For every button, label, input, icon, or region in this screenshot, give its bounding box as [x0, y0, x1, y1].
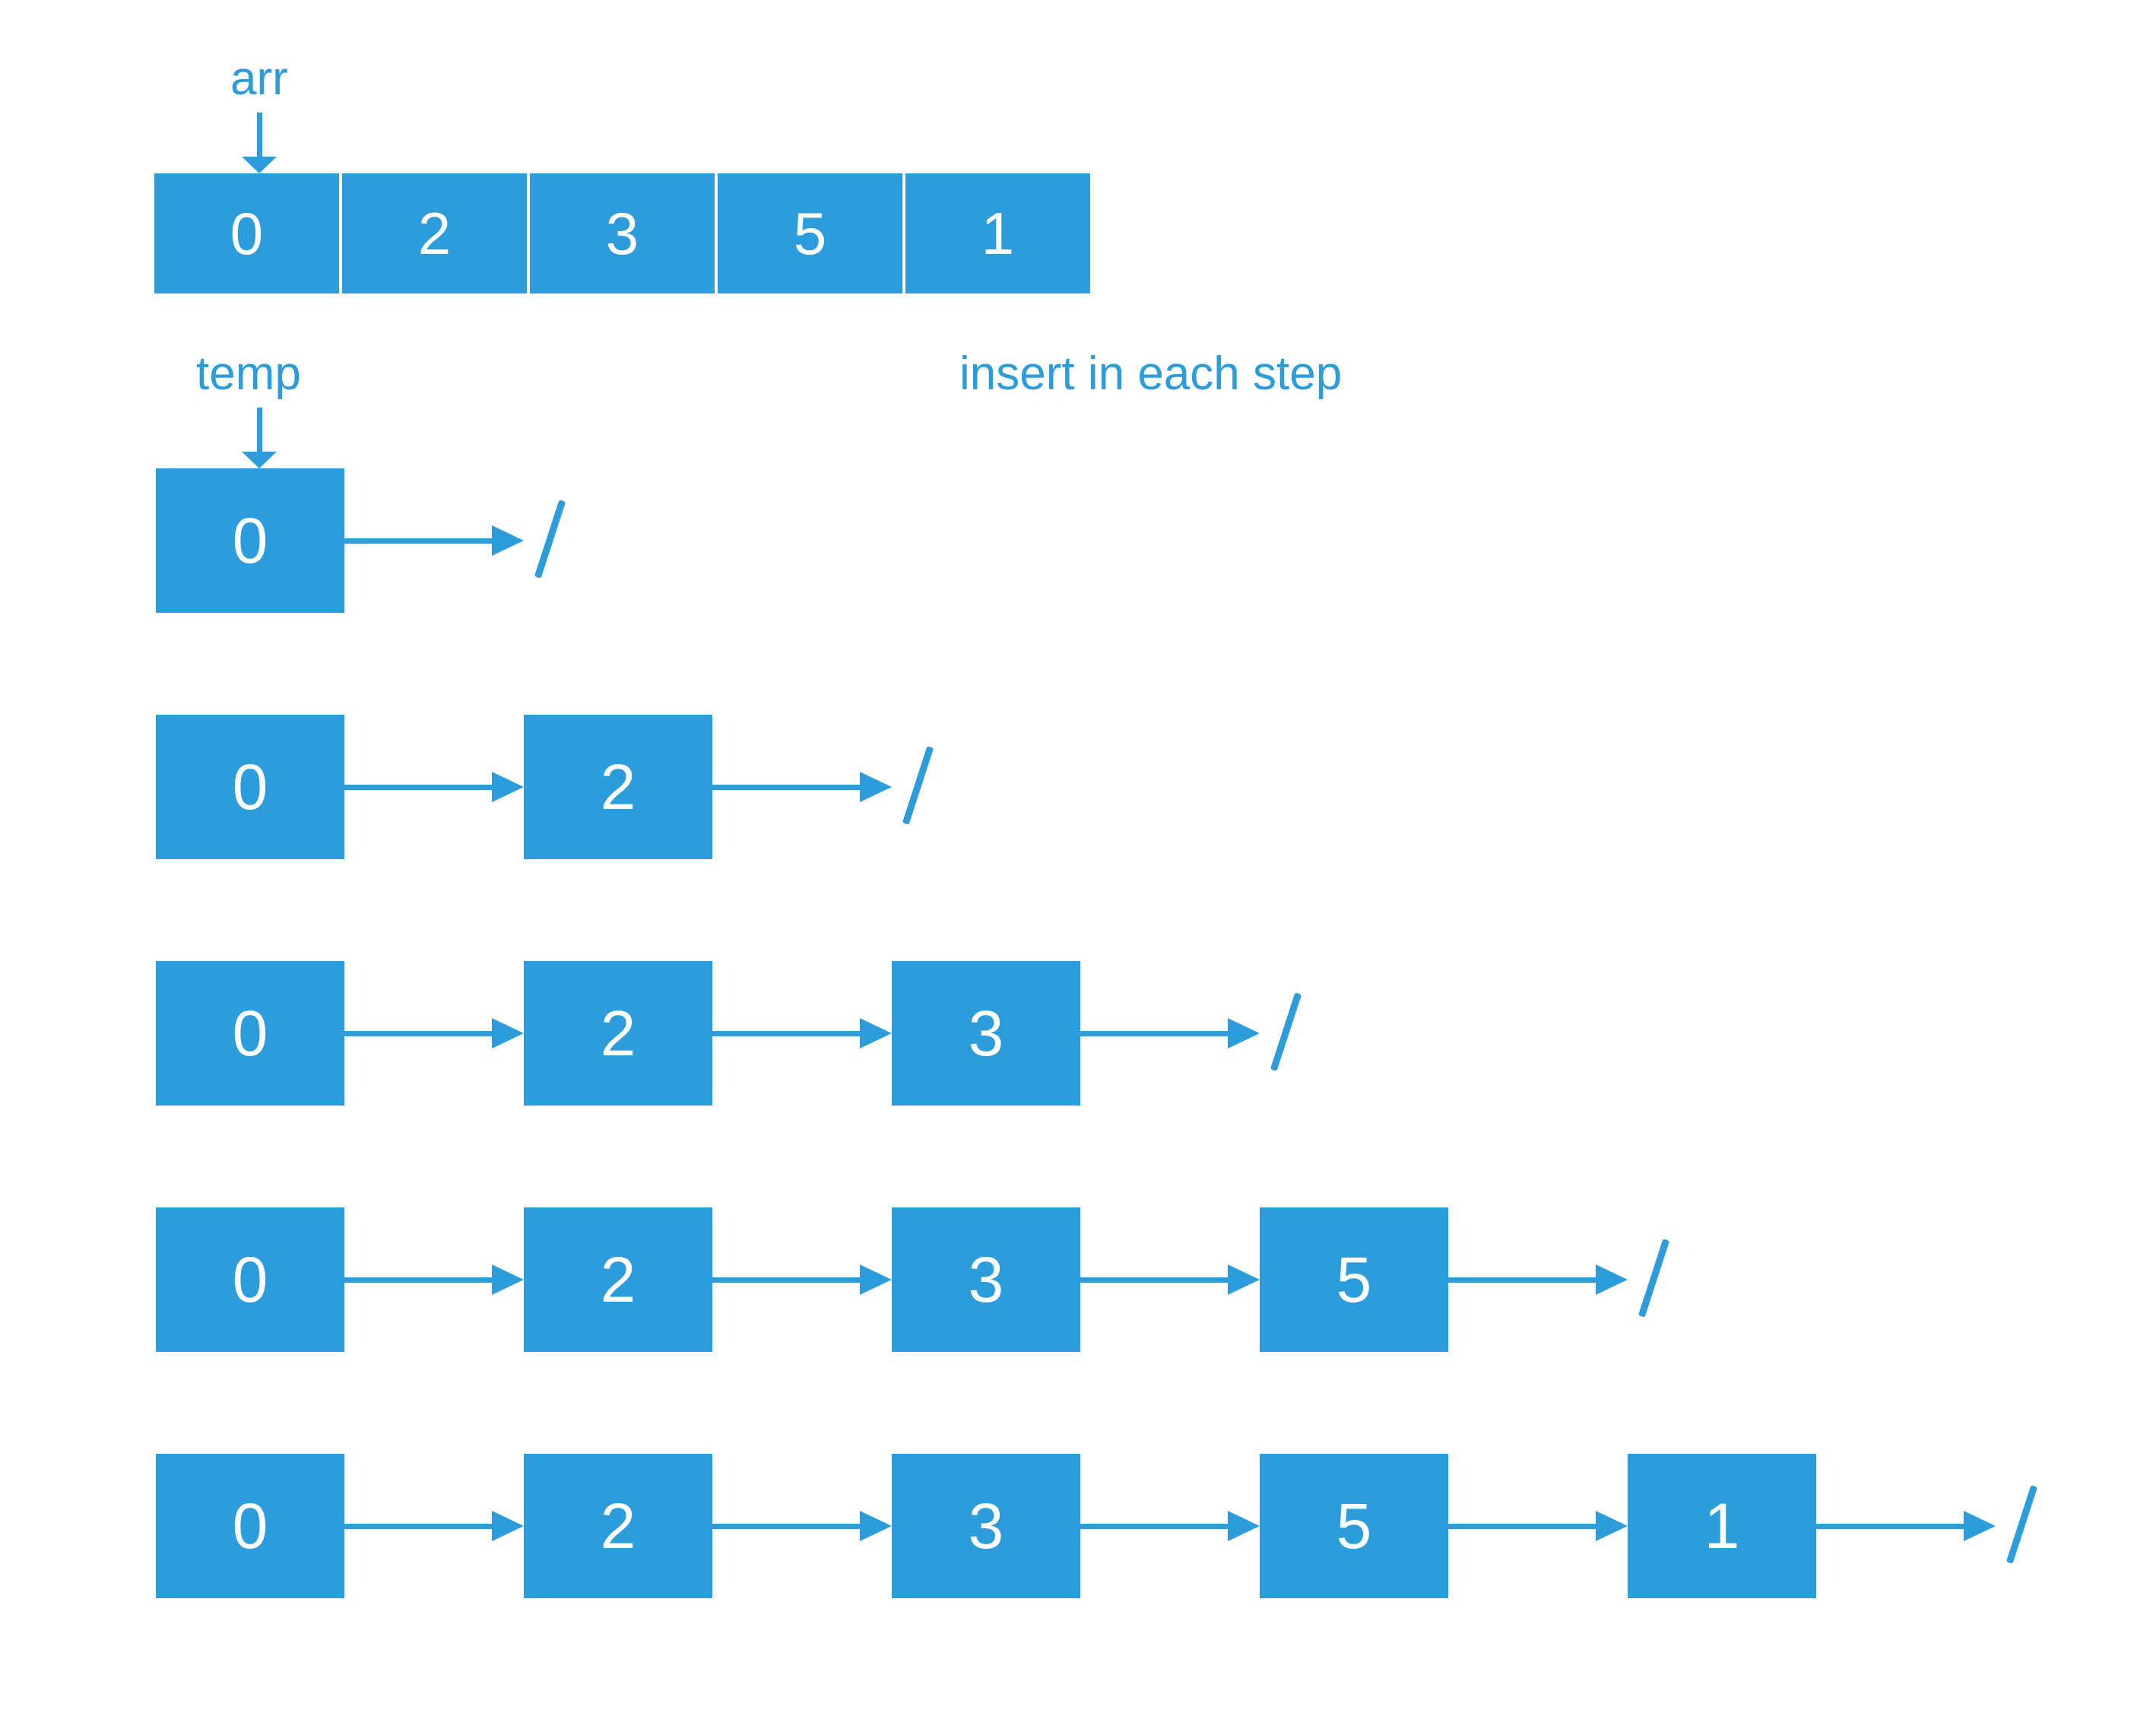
list-node: 2 [524, 961, 712, 1106]
arrow-right-icon [1228, 1264, 1260, 1295]
arrow-line [1080, 1277, 1228, 1283]
arrow-line [256, 113, 262, 157]
temp-pointer-label: temp [196, 347, 301, 400]
arrow-line [712, 1523, 860, 1529]
next-pointer-arrow [1080, 1018, 1260, 1049]
arrow-down-icon [242, 157, 277, 173]
arrow-line [344, 538, 492, 544]
null-slash [1638, 1239, 1670, 1318]
null-slash [1270, 992, 1302, 1071]
array-cell: 3 [530, 173, 715, 293]
arrow-down-icon [242, 452, 277, 468]
list-node: 1 [1628, 1454, 1816, 1598]
arrow-line [712, 1277, 860, 1283]
list-node: 2 [524, 1454, 712, 1598]
array-cell: 2 [342, 173, 527, 293]
arrow-right-icon [860, 1511, 892, 1541]
next-pointer-arrow [344, 1264, 524, 1295]
arrow-line [1448, 1523, 1596, 1529]
arrow-right-icon [492, 1511, 524, 1541]
list-node: 3 [892, 1454, 1080, 1598]
arrow-line [1448, 1277, 1596, 1283]
array-cell: 5 [718, 173, 902, 293]
list-node: 2 [524, 715, 712, 859]
next-pointer-arrow [712, 1264, 892, 1295]
list-node: 5 [1260, 1454, 1448, 1598]
arrow-line [1080, 1030, 1228, 1036]
next-pointer-arrow [712, 1511, 892, 1541]
list-node: 0 [156, 715, 344, 859]
null-slash [2005, 1485, 2038, 1564]
arrow-right-icon [492, 772, 524, 802]
next-pointer-arrow [1080, 1511, 1260, 1541]
list-node: 0 [156, 1454, 344, 1598]
arrow-right-icon [860, 1264, 892, 1295]
arrow-line [344, 1030, 492, 1036]
arrow-right-icon [860, 1018, 892, 1049]
next-pointer-arrow [1448, 1511, 1628, 1541]
next-pointer-arrow [344, 1018, 524, 1049]
arrow-right-icon [1228, 1018, 1260, 1049]
arrow-right-icon [1964, 1511, 1996, 1541]
next-pointer-arrow [1080, 1264, 1260, 1295]
null-slash [534, 500, 566, 579]
next-pointer-arrow [712, 772, 892, 802]
arrow-line [256, 408, 262, 452]
temp-pointer-arrow [242, 408, 277, 468]
arrow-line [344, 784, 492, 790]
arrow-line [344, 1523, 492, 1529]
list-node: 3 [892, 1207, 1080, 1352]
list-node: 3 [892, 961, 1080, 1106]
next-pointer-arrow [344, 772, 524, 802]
array-cell: 0 [154, 173, 339, 293]
next-pointer-arrow [344, 1511, 524, 1541]
list-node: 0 [156, 468, 344, 613]
caption: insert in each step [959, 347, 1343, 400]
null-slash [902, 746, 934, 825]
arrow-line [344, 1277, 492, 1283]
arrow-right-icon [1228, 1511, 1260, 1541]
arrow-right-icon [492, 1018, 524, 1049]
list-node: 0 [156, 1207, 344, 1352]
arrow-right-icon [492, 525, 524, 556]
next-pointer-arrow [1448, 1264, 1628, 1295]
next-pointer-arrow [344, 525, 524, 556]
arrow-line [1080, 1523, 1228, 1529]
arrow-right-icon [1596, 1511, 1628, 1541]
array-pointer-label: arr [230, 52, 288, 105]
list-node: 0 [156, 961, 344, 1106]
arrow-right-icon [492, 1264, 524, 1295]
arrow-line [712, 1030, 860, 1036]
list-node: 5 [1260, 1207, 1448, 1352]
array-cell: 1 [905, 173, 1090, 293]
array-pointer-arrow [242, 113, 277, 173]
arrow-right-icon [860, 772, 892, 802]
arrow-right-icon [1596, 1264, 1628, 1295]
arrow-line [712, 784, 860, 790]
arrow-line [1816, 1523, 1964, 1529]
list-node: 2 [524, 1207, 712, 1352]
next-pointer-arrow [1816, 1511, 1996, 1541]
next-pointer-arrow [712, 1018, 892, 1049]
